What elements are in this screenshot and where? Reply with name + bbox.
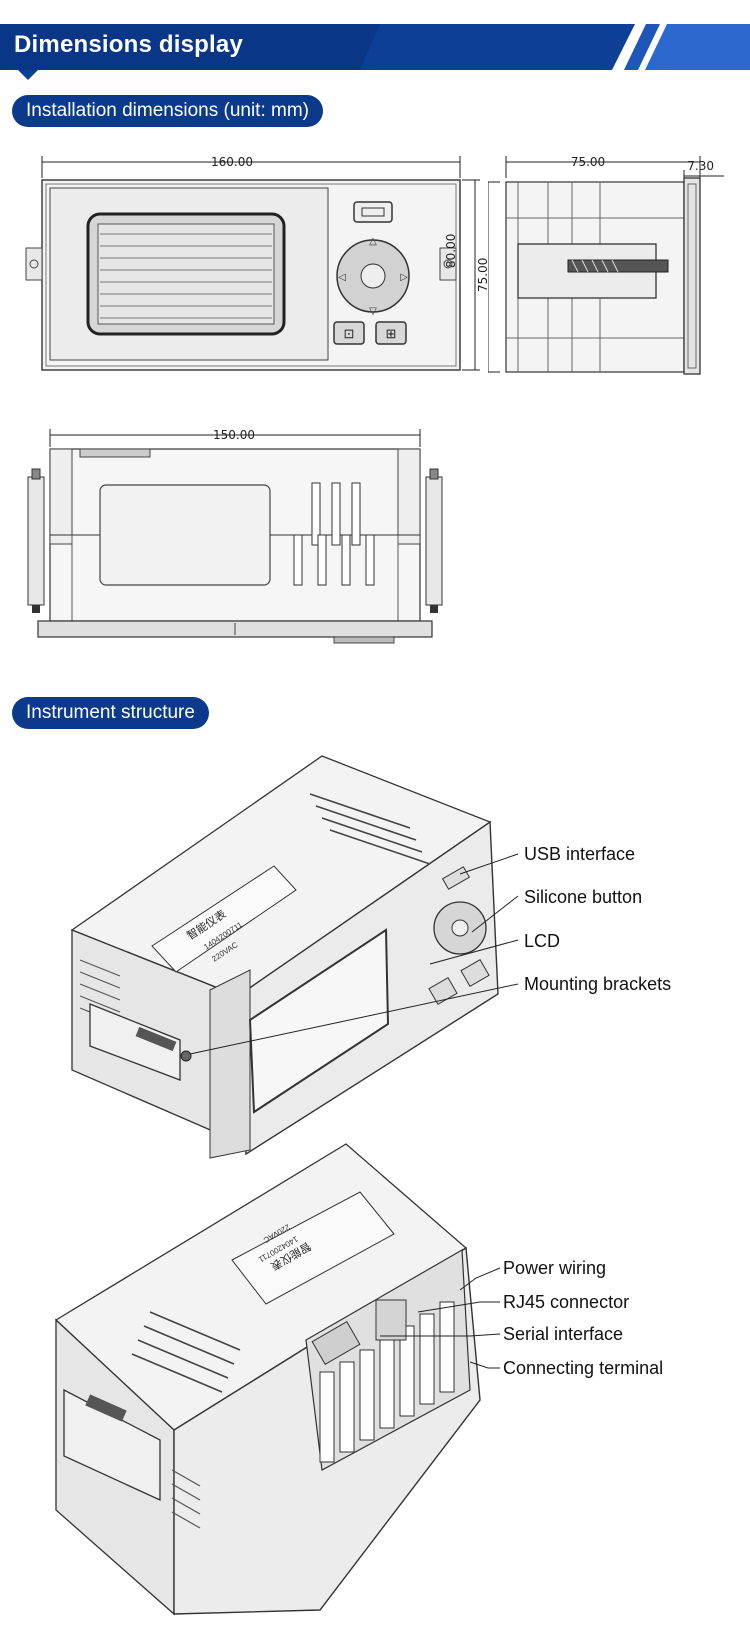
front-view-drawing: 160.00 △ ▽ ◁ ▷ ⊡ ⊞ (25, 155, 480, 371)
rear-callout-lines (380, 1267, 501, 1369)
page-title: Dimensions display (14, 31, 243, 58)
callout-power-wiring: Power wiring (503, 1258, 606, 1278)
front-callout-lines (189, 853, 519, 1055)
svg-text:◁: ◁ (338, 272, 346, 283)
dim-side-height: 75.00 (476, 257, 490, 292)
rear-callout-labels: Power wiring RJ45 connector Serial inter… (503, 1258, 663, 1378)
svg-text:⊡: ⊡ (344, 326, 355, 341)
callout-connecting-terminal: Connecting terminal (503, 1358, 663, 1378)
dim-front-width: 160.00 (211, 155, 253, 169)
callout-lcd: LCD (524, 931, 560, 951)
instrument-rear-3d: 智能仪表 1404200711 220VAC (54, 1143, 481, 1616)
section-pill-structure: Instrument structure (12, 697, 209, 729)
svg-text:△: △ (369, 236, 377, 247)
top-view-drawing: 150.00 (27, 428, 443, 644)
svg-text:▷: ▷ (400, 272, 408, 283)
svg-text:▽: ▽ (369, 306, 377, 317)
callout-serial-interface: Serial interface (503, 1324, 623, 1344)
dim-top-width: 150.00 (213, 428, 255, 442)
instrument-front-3d: 智能仪表 1404200711 220VAC (70, 755, 499, 1159)
callout-silicone-button: Silicone button (524, 887, 642, 907)
dim-side-depth: 75.00 (571, 155, 605, 169)
callout-rj45: RJ45 connector (503, 1292, 629, 1312)
section-pill-installation: Installation dimensions (unit: mm) (12, 95, 323, 127)
front-callout-labels: USB interface Silicone button LCD Mounti… (524, 844, 671, 994)
header-banner (0, 24, 750, 80)
dim-side-flange: 7.30 (687, 159, 714, 173)
side-view-drawing: 75.00 7.30 (488, 155, 724, 375)
callout-mounting-brackets: Mounting brackets (524, 974, 671, 994)
callout-usb: USB interface (524, 844, 635, 864)
dim-front-height: 80.00 (444, 233, 458, 268)
svg-text:⊞: ⊞ (386, 326, 397, 341)
